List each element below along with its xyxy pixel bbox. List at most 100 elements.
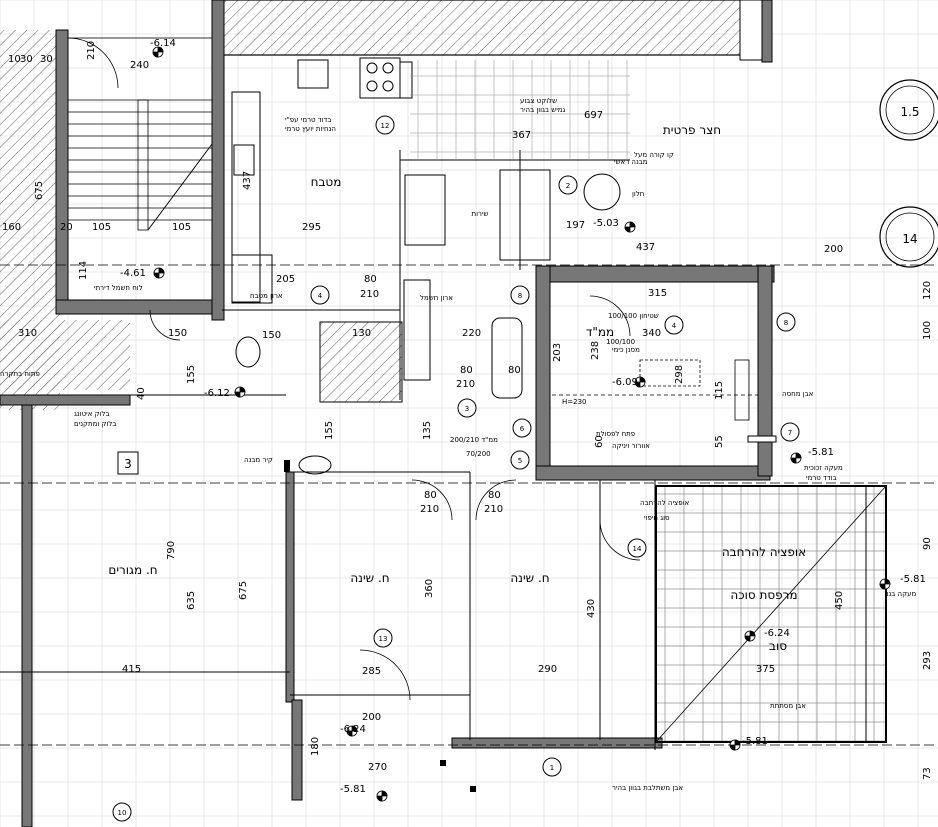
svg-text:437: 437 xyxy=(242,171,253,190)
room-label-mamad: ממ"ד xyxy=(586,325,614,339)
level-balcony-bottom: -5.81 xyxy=(742,736,768,747)
level-stair: -4.61 xyxy=(120,268,146,279)
svg-text:210: 210 xyxy=(420,504,439,515)
svg-text:H=230: H=230 xyxy=(562,398,587,406)
svg-text:4: 4 xyxy=(672,322,677,330)
svg-text:13: 13 xyxy=(379,635,388,643)
level-markers xyxy=(152,46,891,802)
svg-text:205: 205 xyxy=(276,274,295,285)
level-mamad: -6.09 xyxy=(612,377,638,388)
svg-text:לוח חשמל דירתי: לוח חשמל דירתי xyxy=(94,284,143,292)
svg-text:מסנן כימי: מסנן כימי xyxy=(612,346,640,354)
svg-text:12: 12 xyxy=(381,122,390,130)
svg-text:200: 200 xyxy=(824,244,843,255)
svg-text:114: 114 xyxy=(78,261,89,280)
svg-text:100/100: 100/100 xyxy=(606,338,635,346)
elevation-marker-2: 2 xyxy=(558,175,578,195)
svg-text:10: 10 xyxy=(8,54,21,65)
svg-text:238: 238 xyxy=(590,341,601,360)
svg-text:675: 675 xyxy=(238,581,249,600)
svg-text:200: 200 xyxy=(362,712,381,723)
svg-text:115: 115 xyxy=(714,381,725,400)
svg-text:220: 220 xyxy=(462,328,481,339)
svg-text:30: 30 xyxy=(20,54,33,65)
svg-text:290: 290 xyxy=(538,664,557,675)
svg-text:367: 367 xyxy=(512,130,531,141)
room-label-balcony-sukkah: מרפסת סוכה xyxy=(730,588,797,602)
svg-text:340: 340 xyxy=(642,328,661,339)
balcony-inner-rail xyxy=(865,485,887,743)
svg-text:105: 105 xyxy=(92,222,111,233)
section-marker-14: 14 xyxy=(879,206,938,268)
notes: בדוד טרמי עפ"י הנחיות יועץ טרמי קו קורה … xyxy=(0,97,916,792)
elevation-marker-12: 12 xyxy=(375,115,395,135)
svg-text:מעקה זכוכית: מעקה זכוכית xyxy=(804,464,843,472)
svg-text:298: 298 xyxy=(674,365,685,384)
room-label-sub: סוב xyxy=(769,639,787,653)
svg-text:ארון מטבח: ארון מטבח xyxy=(250,292,283,300)
svg-text:73: 73 xyxy=(922,767,933,780)
svg-text:סוג חיפוי: סוג חיפוי xyxy=(644,514,670,522)
stair-number-box xyxy=(117,451,139,475)
room-label-kitchen: מטבח xyxy=(311,175,342,189)
level-bottom: -5.81 xyxy=(340,784,366,795)
svg-text:160: 160 xyxy=(2,222,21,233)
svg-text:חלון: חלון xyxy=(632,190,644,198)
svg-text:70/200: 70/200 xyxy=(466,450,491,458)
svg-text:מבנה ראשי: מבנה ראשי xyxy=(614,158,648,166)
bathroom-fixtures xyxy=(235,169,621,475)
svg-text:375: 375 xyxy=(756,664,775,675)
svg-text:30: 30 xyxy=(40,54,53,65)
svg-text:203: 203 xyxy=(552,343,563,362)
svg-text:450: 450 xyxy=(834,591,845,610)
section-label-14: 14 xyxy=(902,232,917,246)
svg-text:ממ"ד 200/210: ממ"ד 200/210 xyxy=(450,436,498,444)
svg-text:80: 80 xyxy=(364,274,377,285)
svg-text:150: 150 xyxy=(168,328,187,339)
svg-text:בודד טרמי: בודד טרמי xyxy=(806,474,837,482)
svg-text:635: 635 xyxy=(186,591,197,610)
svg-text:100: 100 xyxy=(922,321,933,340)
svg-text:80: 80 xyxy=(460,365,473,376)
section-marker-15: 1.5 xyxy=(879,79,938,141)
svg-text:155: 155 xyxy=(324,421,335,440)
mamad-details xyxy=(552,359,758,421)
svg-text:אבן מסתתת: אבן מסתתת xyxy=(770,702,806,710)
svg-text:293: 293 xyxy=(922,651,933,670)
elevation-marker-5: 5 xyxy=(510,450,530,470)
room-label-bedroom-right: ח. שינה xyxy=(510,571,549,585)
svg-text:270: 270 xyxy=(368,762,387,773)
hatch-area-shaft xyxy=(319,321,403,403)
room-label-toilet: שירות xyxy=(472,210,489,218)
svg-text:בלוק איטונג: בלוק איטונג xyxy=(74,410,110,418)
yard-tiles xyxy=(410,60,630,160)
svg-text:7: 7 xyxy=(788,429,792,437)
svg-text:240: 240 xyxy=(130,60,149,71)
elevation-marker-13: 13 xyxy=(373,628,393,648)
svg-text:295: 295 xyxy=(302,222,321,233)
svg-text:5: 5 xyxy=(518,457,522,465)
elevation-marker-10: 10 xyxy=(112,802,132,822)
svg-text:80: 80 xyxy=(424,490,437,501)
opening-markers xyxy=(284,435,777,792)
svg-text:697: 697 xyxy=(584,110,603,121)
svg-text:10: 10 xyxy=(118,809,127,817)
room-label-private-yard: חצר פרטית xyxy=(663,123,721,137)
level-right-edge: -5.81 xyxy=(900,574,926,585)
svg-text:3: 3 xyxy=(465,405,469,413)
elevation-marker-3: 3 xyxy=(457,398,477,418)
svg-text:360: 360 xyxy=(424,579,435,598)
svg-text:אבן מחסה: אבן מחסה xyxy=(782,390,814,398)
hatch-area-stair xyxy=(0,320,130,390)
svg-text:80: 80 xyxy=(508,365,521,376)
svg-text:105: 105 xyxy=(172,222,191,233)
svg-text:בדוד טרמי עפ"י: בדוד טרמי עפ"י xyxy=(285,116,331,124)
section-label-15: 1.5 xyxy=(900,105,919,119)
walls xyxy=(0,0,775,827)
level-balcony: -6.24 xyxy=(764,628,790,639)
svg-text:אופציה להרחבה: אופציה להרחבה xyxy=(640,499,689,507)
door-swings xyxy=(67,37,641,701)
svg-text:40: 40 xyxy=(136,387,147,400)
stair-number-label: 3 xyxy=(124,457,132,471)
